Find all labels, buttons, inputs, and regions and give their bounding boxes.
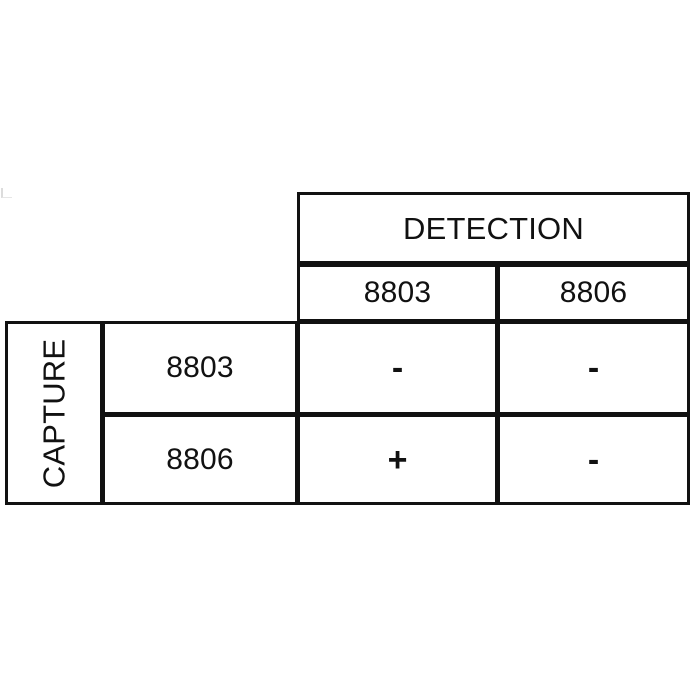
result-value: - xyxy=(391,349,404,387)
detection-axis-label: DETECTION xyxy=(403,210,584,246)
detection-column-header-8803-label: 8803 xyxy=(363,276,432,309)
result-value: + xyxy=(387,440,408,479)
result-cell-capture8806-detection8806: - xyxy=(497,414,690,505)
capture-row-header-8806: 8806 xyxy=(102,414,298,505)
detection-axis-header: DETECTION xyxy=(297,192,690,264)
capture-row-header-8803-label: 8803 xyxy=(166,351,234,384)
detection-column-header-8803: 8803 xyxy=(297,264,498,322)
capture-row-header-8803: 8803 xyxy=(102,321,298,415)
detection-column-header-8806: 8806 xyxy=(497,264,690,322)
result-cell-capture8806-detection8803: + xyxy=(297,414,498,505)
detection-column-header-8806-label: 8806 xyxy=(559,276,628,309)
capture-row-header-8806-label: 8806 xyxy=(166,442,234,476)
scan-artifact-mark xyxy=(1,188,12,198)
result-value: - xyxy=(587,440,600,479)
capture-axis-label: CAPTURE xyxy=(36,338,72,488)
result-cell-capture8803-detection8803: - xyxy=(297,321,498,415)
result-value: - xyxy=(587,349,600,387)
result-cell-capture8803-detection8806: - xyxy=(497,321,690,415)
capture-axis-header: CAPTURE xyxy=(5,321,103,505)
